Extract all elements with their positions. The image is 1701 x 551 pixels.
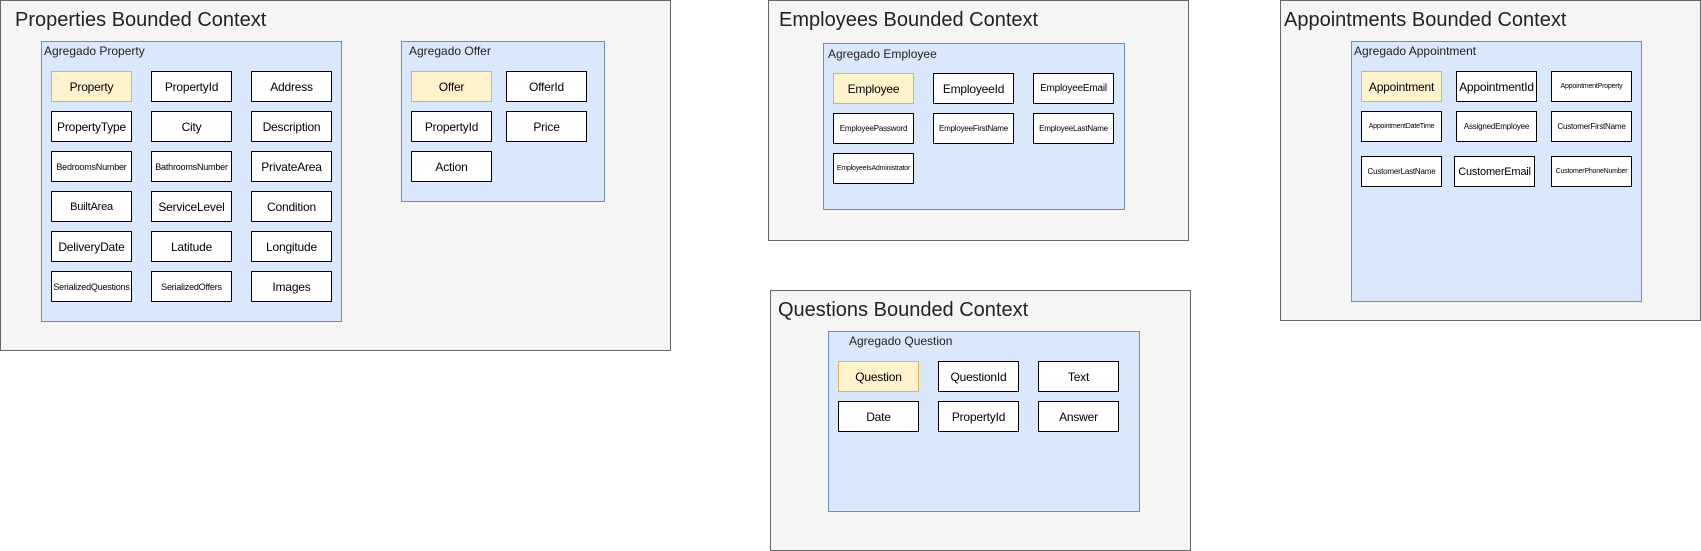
entity-condition: Condition: [251, 191, 332, 222]
context-title: Properties Bounded Context: [15, 9, 267, 31]
entity-offer: Offer: [411, 71, 492, 102]
entity-appointment: Appointment: [1361, 71, 1442, 102]
employees-bounded-context: Employees Bounded Context Agregado Emplo…: [768, 0, 1189, 241]
aggregate-title: Agregado Employee: [828, 47, 937, 61]
entity-employee: Employee: [833, 73, 914, 104]
entity-offer-id: OfferId: [506, 71, 587, 102]
entity-appointment-id: AppointmentId: [1456, 71, 1537, 102]
questions-bounded-context: Questions Bounded Context Agregado Quest…: [770, 290, 1191, 551]
entity-employee-last-name: EmployeeLastName: [1033, 113, 1114, 144]
entity-date: Date: [838, 401, 919, 432]
entity-built-area: BuiltArea: [51, 191, 132, 222]
entity-service-level: ServiceLevel: [151, 191, 232, 222]
entity-bedrooms-number: BedroomsNumber: [51, 151, 132, 182]
entity-private-area: PrivateArea: [251, 151, 332, 182]
entity-city: City: [151, 111, 232, 142]
aggregate-title: Agregado Offer: [409, 44, 491, 58]
entity-serialized-offers: SerializedOffers: [151, 271, 232, 302]
entity-property-id: PropertyId: [151, 71, 232, 102]
aggregate-title: Agregado Appointment: [1354, 44, 1477, 58]
appointments-bounded-context: Appointments Bounded Context Agregado Ap…: [1280, 0, 1701, 321]
aggregate-offer: Agregado Offer Offer OfferId PropertyId …: [401, 41, 605, 202]
entity-employee-is-administrator: EmployeeIsAdministrator: [833, 153, 914, 184]
entity-question: Question: [838, 361, 919, 392]
entity-latitude: Latitude: [151, 231, 232, 262]
entity-customer-phone-number: CustomerPhoneNumber: [1551, 156, 1632, 187]
entity-employee-id: EmployeeId: [933, 73, 1014, 104]
entity-bathrooms-number: BathroomsNumber: [151, 151, 232, 182]
entity-delivery-date: DeliveryDate: [51, 231, 132, 262]
aggregate-title: Agregado Property: [44, 44, 145, 58]
entity-property-type: PropertyType: [51, 111, 132, 142]
entity-employee-first-name: EmployeeFirstName: [933, 113, 1014, 144]
entity-customer-email: CustomerEmail: [1454, 156, 1535, 187]
aggregate-appointment: Agregado Appointment Appointment Appoint…: [1351, 41, 1642, 302]
entity-description: Description: [251, 111, 332, 142]
entity-employee-password: EmployeePassword: [833, 113, 914, 144]
entity-customer-first-name: CustomerFirstName: [1551, 111, 1632, 142]
entity-property: Property: [51, 71, 132, 102]
context-title: Questions Bounded Context: [778, 299, 1029, 321]
entity-offer-property-id: PropertyId: [411, 111, 492, 142]
entity-action: Action: [411, 151, 492, 182]
aggregate-property: Agregado Property Property PropertyId Ad…: [41, 41, 342, 322]
entity-question-property-id: PropertyId: [938, 401, 1019, 432]
entity-appointment-property: AppointmentProperty: [1551, 71, 1632, 102]
entity-appointment-date-time: AppointmentDateTime: [1361, 111, 1442, 142]
properties-bounded-context: Properties Bounded Context Agregado Prop…: [0, 0, 671, 351]
context-title: Employees Bounded Context: [779, 9, 1039, 31]
entity-assigned-employee: AssignedEmployee: [1456, 111, 1537, 142]
entity-address: Address: [251, 71, 332, 102]
entity-images: Images: [251, 271, 332, 302]
entity-answer: Answer: [1038, 401, 1119, 432]
aggregate-employee: Agregado Employee Employee EmployeeId Em…: [823, 43, 1125, 210]
entity-price: Price: [506, 111, 587, 142]
entity-text: Text: [1038, 361, 1119, 392]
context-title: Appointments Bounded Context: [1284, 9, 1567, 31]
entity-question-id: QuestionId: [938, 361, 1019, 392]
aggregate-question: Agregado Question Question QuestionId Te…: [828, 331, 1140, 512]
entity-customer-last-name: CustomerLastName: [1361, 156, 1442, 187]
entity-employee-email: EmployeeEmail: [1033, 73, 1114, 104]
entity-serialized-questions: SerializedQuestions: [51, 271, 132, 302]
entity-longitude: Longitude: [251, 231, 332, 262]
aggregate-title: Agregado Question: [849, 334, 953, 348]
